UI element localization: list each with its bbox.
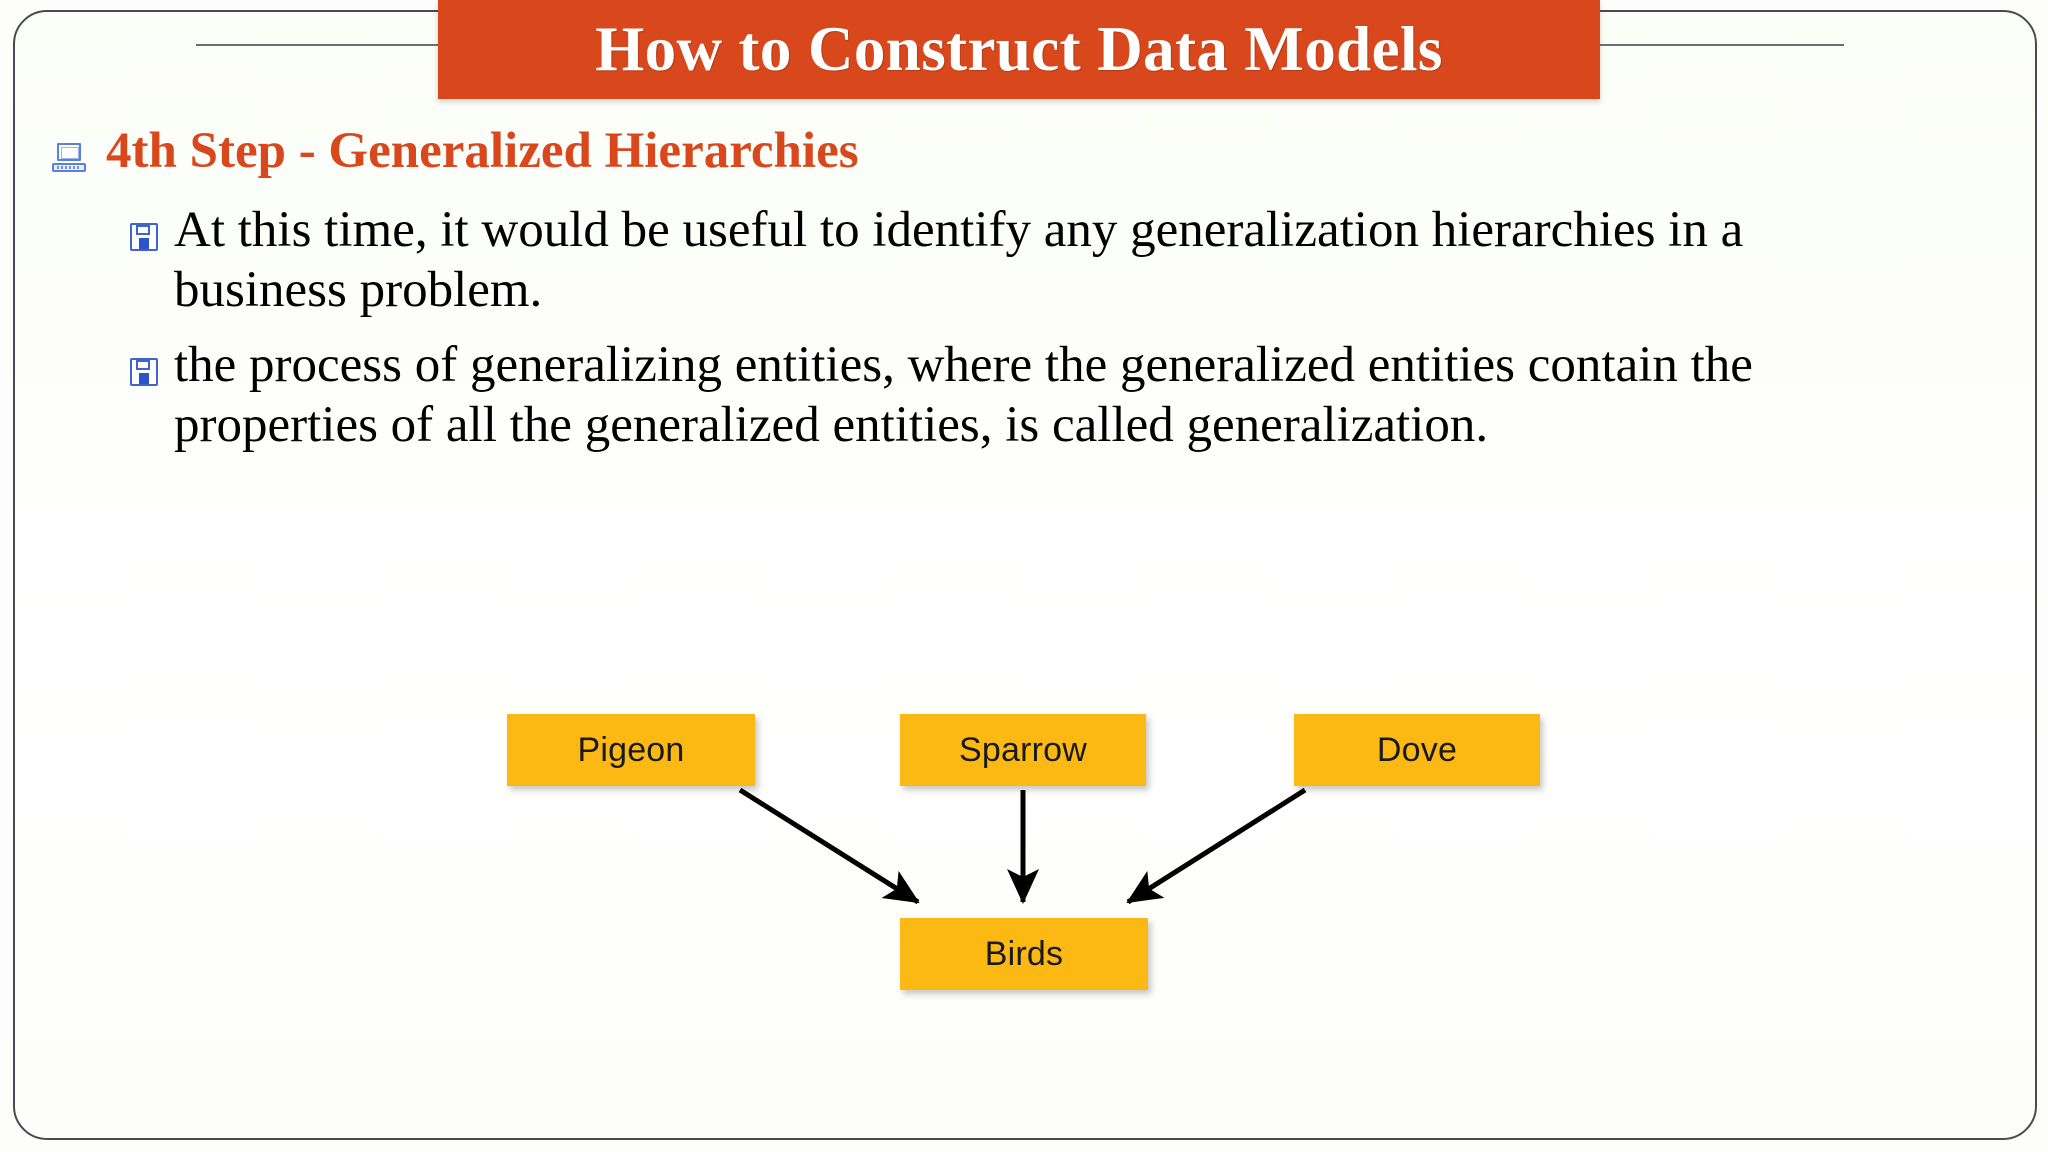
floppy-disk-icon [130,223,158,252]
slide-title-banner: How to Construct Data Models [438,0,1600,99]
slide-body: 4th Step - Generalized Hierarchies At th… [52,123,1992,472]
laptop-base [52,163,86,172]
diagram-node-dove-label: Dove [1376,730,1458,769]
diagram-node-sparrow[interactable]: Sparrow [900,714,1146,786]
floppy-shutter [136,360,150,371]
laptop-screen [57,143,81,161]
bullet-level2-2: the process of generalizing entities, wh… [130,336,1992,455]
floppy-label [139,373,149,385]
floppy-label [139,238,149,250]
diagram-node-sparrow-label: Sparrow [958,730,1087,769]
bullet-level2-2-label: the process of generalizing entities, wh… [174,337,1753,454]
page-title: How to Construct Data Models [595,14,1443,84]
bullet-level2-1: At this time, it would be useful to iden… [130,201,1992,320]
diagram-node-birds[interactable]: Birds [900,918,1148,990]
diagram-node-pigeon[interactable]: Pigeon [507,714,755,786]
floppy-shutter [136,225,150,236]
title-rule-left [196,44,440,46]
bullet-level1-label: 4th Step - Generalized Hierarchies [106,123,859,179]
laptop-icon [52,142,86,176]
floppy-disk-icon [130,358,158,387]
title-rule-right [1598,44,1844,46]
diagram-node-pigeon-label: Pigeon [577,730,685,769]
bullet-level1: 4th Step - Generalized Hierarchies [52,123,1992,179]
diagram-node-birds-label: Birds [984,934,1064,973]
diagram-node-dove[interactable]: Dove [1294,714,1540,786]
bullet-level2-1-label: At this time, it would be useful to iden… [174,202,1744,318]
